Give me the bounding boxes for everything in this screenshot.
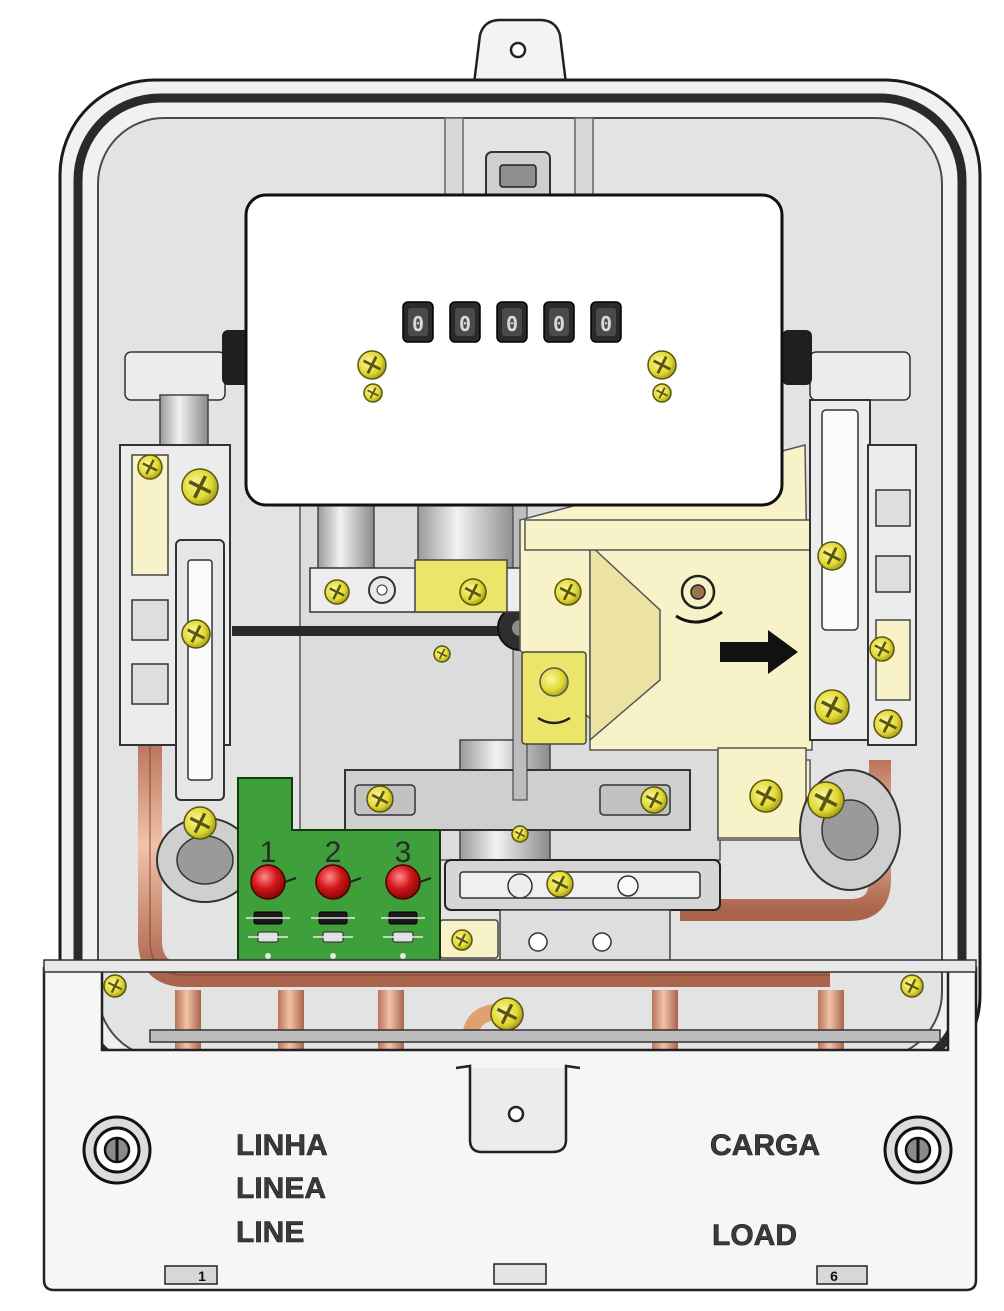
screw-icon: [181, 468, 219, 506]
label-load: LOAD: [712, 1219, 797, 1252]
screw-icon: [459, 578, 487, 606]
screw-icon: [814, 689, 850, 725]
screw-icon: [749, 779, 783, 813]
screw-icon: [546, 870, 574, 898]
label-carga: CARGA: [710, 1129, 820, 1162]
register-digit-5: 0: [590, 301, 622, 343]
screw-icon: [433, 645, 451, 663]
terminal-marker-center: [493, 1263, 547, 1285]
screw-icon: [324, 579, 350, 605]
right-top-block: [809, 351, 911, 401]
yellow-connector-1: [414, 559, 508, 613]
right-clip: [782, 330, 812, 385]
terminal-marker-left: [164, 1265, 218, 1285]
screw-icon: [873, 709, 903, 739]
left-terminal-block: [119, 351, 254, 903]
screw-icon: [647, 350, 677, 380]
cover-top-edge: [43, 959, 977, 973]
bottom-pipe-1: [175, 990, 201, 1060]
screw-icon: [357, 350, 387, 380]
screw-icon: [869, 636, 895, 662]
register-counter: 0 0 0 0 0: [402, 301, 622, 343]
register-digit-text: 0: [600, 312, 612, 336]
label-linea: LINEA: [236, 1172, 326, 1205]
register-digit-text: 0: [412, 312, 424, 336]
phase-led-3: 3: [381, 836, 432, 959]
screw-icon: [554, 578, 582, 606]
bottom-pipe-3: [378, 990, 404, 1060]
phase-number: 3: [395, 836, 412, 869]
top-tab-hole: [509, 41, 527, 59]
screw-icon: [137, 454, 163, 480]
screw-icon: [490, 997, 524, 1031]
register-digit-text: 0: [506, 312, 518, 336]
register-faceplate: [244, 193, 784, 507]
left-top-block: [124, 351, 226, 401]
phase-led-1: 1: [246, 836, 297, 959]
terminal-cover: 1 6 LINHA LINEA LINE CARGA LOAD: [42, 959, 978, 1292]
register-digit-2: 0: [449, 301, 481, 343]
register-digit-1: 0: [402, 301, 434, 343]
pcb-leds: 1 2 3: [246, 836, 432, 959]
bottom-pipe-2: [278, 990, 304, 1060]
screw-icon: [103, 974, 127, 998]
cream-plate-top: [524, 519, 811, 551]
terminal-cover-rail: [149, 1029, 941, 1043]
label-linha: LINHA: [236, 1129, 328, 1162]
screw-icon: [640, 786, 668, 814]
cream-plate-bevel: [589, 543, 661, 742]
register-digit-text: 0: [459, 312, 471, 336]
slot-rail-window: [459, 871, 701, 899]
bottom-pipe-5: [818, 990, 844, 1060]
register-plate: 0 0 0 0 0: [244, 193, 784, 507]
terminal-marker-right: [816, 1265, 868, 1285]
right-bus-bar: [680, 760, 891, 921]
phase-number: 2: [325, 836, 342, 869]
screw-icon: [363, 383, 383, 403]
phase-led-2: 2: [311, 836, 362, 959]
screw-icon: [900, 974, 924, 998]
bottom-pipe-4: [652, 990, 678, 1060]
screw-icon: [817, 541, 847, 571]
rotor-disc: [232, 626, 702, 636]
screw-icon: [807, 781, 845, 819]
register-digit-text: 0: [553, 312, 565, 336]
register-digit-3: 0: [496, 301, 528, 343]
screw-icon: [451, 929, 473, 951]
cream-assembly: [519, 444, 813, 841]
register-digit-4: 0: [543, 301, 575, 343]
arrow-icon: [720, 630, 798, 674]
phase-number: 1: [260, 836, 277, 869]
bottom-tab-hole: [507, 1105, 525, 1123]
screw-icon: [652, 383, 672, 403]
screws: [103, 350, 924, 1031]
screw-icon: [511, 825, 529, 843]
terminal-number-right: 6: [830, 1268, 838, 1284]
label-line: LINE: [236, 1216, 304, 1249]
screw-icon: [181, 619, 211, 649]
screw-icon: [183, 806, 217, 840]
calibration-plate: [521, 651, 587, 745]
top-latch-inner: [499, 164, 537, 188]
screw-icon: [366, 785, 394, 813]
terminal-number-left: 1: [198, 1268, 206, 1284]
